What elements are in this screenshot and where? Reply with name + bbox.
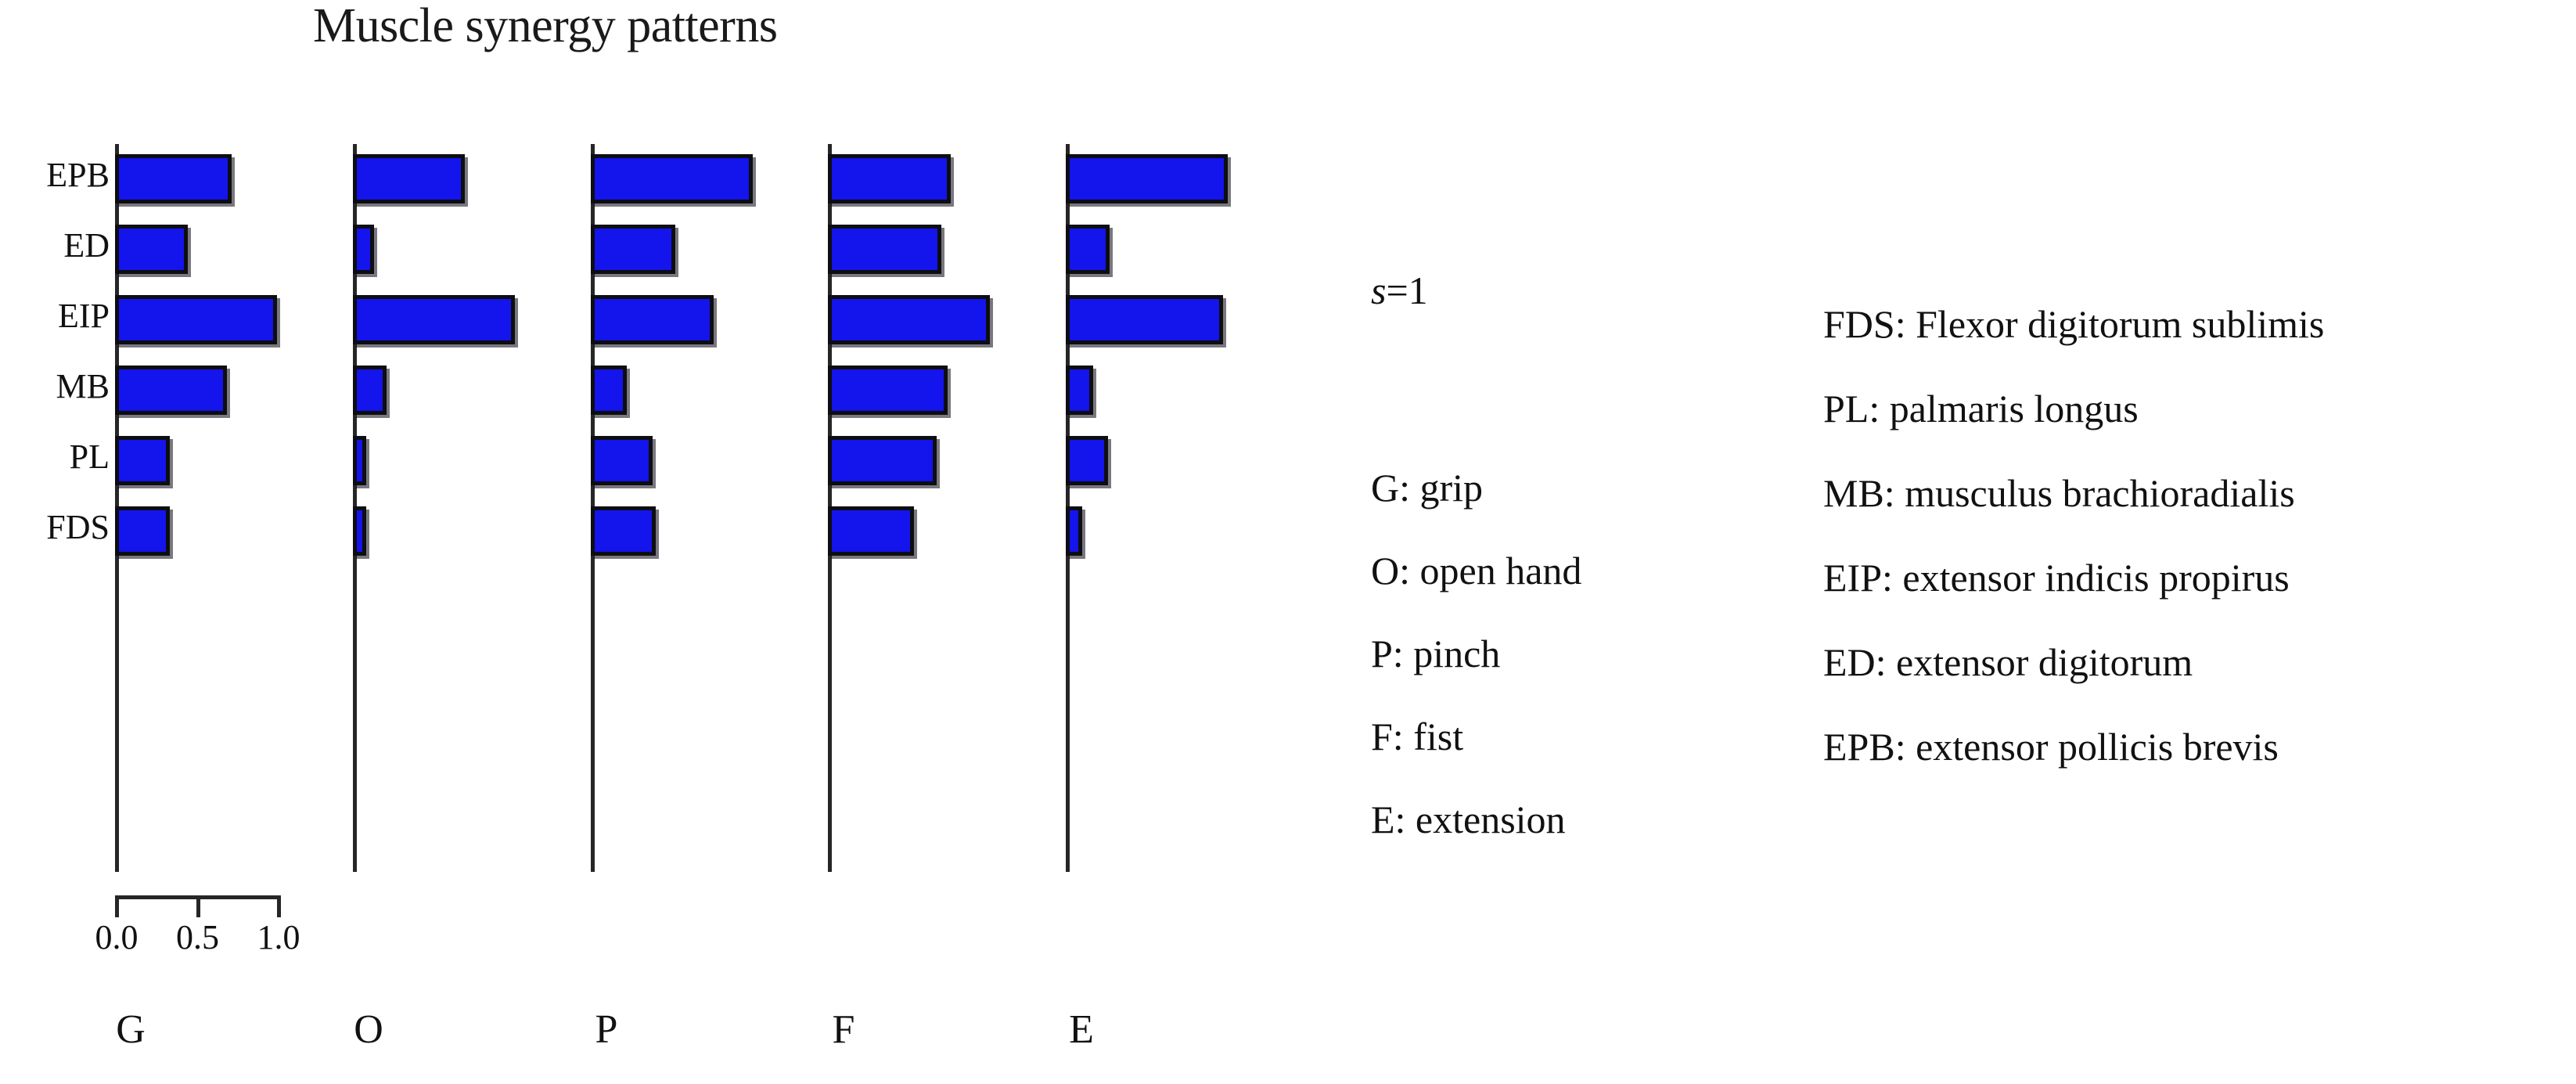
bar-f-mb xyxy=(828,366,948,415)
bar-p-epb xyxy=(591,154,753,203)
bar-p-ed xyxy=(591,225,675,274)
task-legend-item-2: P: pinch xyxy=(1371,632,1501,675)
muscle-legend-item-2: MB: musculus brachioradialis xyxy=(1823,471,2295,515)
task-legend-item-1: O: open hand xyxy=(1371,549,1582,592)
bar-o-mb xyxy=(353,366,387,415)
bar-g-ed xyxy=(115,225,189,274)
y-axis-label-epb: EPB xyxy=(46,156,110,194)
bar-g-mb xyxy=(115,366,227,415)
column-label-o: O xyxy=(354,1007,383,1052)
task-legend-item-3: F: fist xyxy=(1371,715,1464,758)
muscle-legend-item-1: PL: palmaris longus xyxy=(1823,387,2139,430)
y-axis-label-fds: FDS xyxy=(46,508,110,546)
panel-p xyxy=(591,133,919,900)
bar-g-eip xyxy=(115,295,277,344)
bar-f-epb xyxy=(828,154,952,203)
bar-g-fds xyxy=(115,506,171,556)
bar-p-fds xyxy=(591,506,656,556)
column-label-f: F xyxy=(832,1007,855,1052)
muscle-legend-item-4: ED: extensor digitorum xyxy=(1823,640,2193,684)
bar-o-epb xyxy=(353,154,465,203)
synergy-annotation: s=1 xyxy=(1371,271,1428,310)
bar-p-mb xyxy=(591,366,627,415)
column-label-g: G xyxy=(116,1007,146,1052)
bar-e-epb xyxy=(1066,154,1228,203)
panel-o xyxy=(353,133,682,900)
x-tick-label: 0.5 xyxy=(176,918,219,956)
bar-g-pl xyxy=(115,436,171,485)
x-tick xyxy=(277,895,281,917)
bar-e-eip xyxy=(1066,295,1223,344)
bar-e-fds xyxy=(1066,506,1082,556)
muscle-legend-item-0: FDS: Flexor digitorum sublimis xyxy=(1823,302,2325,346)
panel-e xyxy=(1066,133,1394,900)
x-axis: 0.0 0.5 1.0 xyxy=(95,895,300,955)
bar-f-ed xyxy=(828,225,941,274)
y-axis-label-ed: ED xyxy=(63,226,110,265)
panel-f xyxy=(828,133,1157,900)
y-axis-label-eip: EIP xyxy=(58,297,110,335)
bar-o-pl xyxy=(353,436,366,485)
plot-area xyxy=(0,133,1330,1010)
bar-e-pl xyxy=(1066,436,1108,485)
bar-o-eip xyxy=(353,295,515,344)
page-title: Muscle synergy patterns xyxy=(313,0,778,52)
task-legend-item-0: G: grip xyxy=(1371,466,1484,510)
bar-e-ed xyxy=(1066,225,1110,274)
synergy-value: =1 xyxy=(1386,268,1428,312)
bar-f-fds xyxy=(828,506,914,556)
column-label-e: E xyxy=(1069,1007,1094,1052)
bar-e-mb xyxy=(1066,366,1094,415)
bar-p-eip xyxy=(591,295,714,344)
x-tick xyxy=(196,895,200,917)
bar-o-fds xyxy=(353,506,366,556)
y-axis-labels: EPB ED EIP MB PL FDS xyxy=(0,133,110,900)
x-tick-label: 0.0 xyxy=(95,918,139,956)
muscle-legend-item-3: EIP: extensor indicis propirus xyxy=(1823,556,2290,600)
bar-f-eip xyxy=(828,295,990,344)
x-tick xyxy=(115,895,119,917)
synergy-symbol: s xyxy=(1371,268,1387,312)
task-legend-item-4: E: extension xyxy=(1371,798,1566,841)
task-legend: G: grip O: open hand P: pinch F: fist E: ext… xyxy=(1371,446,1778,861)
y-axis-label-pl: PL xyxy=(69,438,110,476)
bar-f-pl xyxy=(828,436,937,485)
x-tick-label: 1.0 xyxy=(257,918,300,956)
panel-g xyxy=(115,133,444,900)
y-axis-label-mb: MB xyxy=(56,367,110,405)
bar-o-ed xyxy=(353,225,374,274)
column-label-p: P xyxy=(595,1007,618,1052)
muscle-legend-item-5: EPB: extensor pollicis brevis xyxy=(1823,725,2279,769)
bar-g-epb xyxy=(115,154,232,203)
bar-p-pl xyxy=(591,436,653,485)
